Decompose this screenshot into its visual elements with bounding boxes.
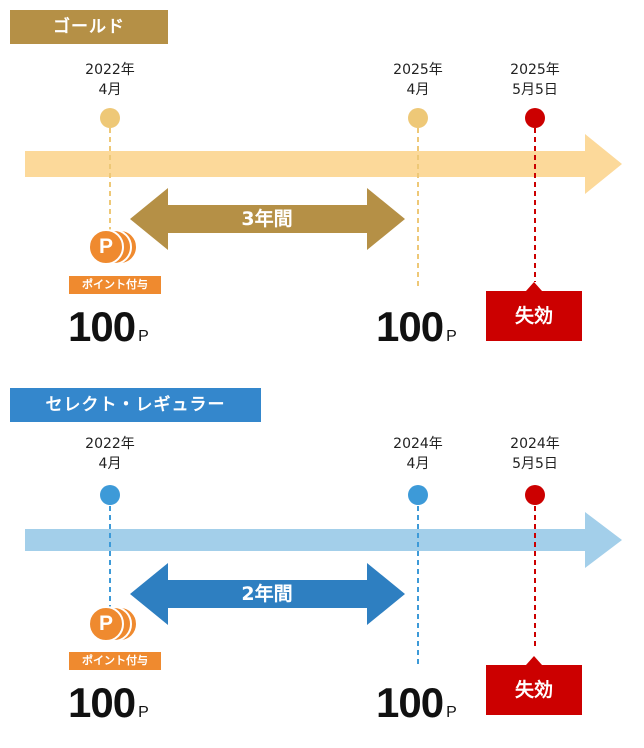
select-end-month: 4月 [406, 456, 430, 472]
select-expiry-month: 5月5日 [512, 456, 558, 472]
select-regular-timeline: セレクト・レギュラー 2022年 4月 2024年 4月 2024年 5月5日 … [0, 378, 644, 748]
select-timeline-graphic [25, 485, 622, 664]
gold-timeline: ゴールド 2022年 4月 2025年 4月 2025年 5月5日 3年間 P … [0, 0, 644, 370]
select-expiry-date: 2024年 5月5日 [490, 434, 580, 474]
select-points-remaining-value: 100 [376, 679, 444, 726]
tier-header-select-regular: セレクト・レギュラー [10, 388, 261, 422]
gold-end-dot [408, 108, 428, 128]
select-grant-date: 2022年 4月 [65, 434, 155, 474]
select-span-arrow [130, 563, 405, 625]
gold-period-label: 3年間 [241, 208, 293, 230]
gold-points-granted-value: 100 [68, 303, 136, 350]
gold-points-remaining-unit: P [446, 328, 457, 345]
select-grant-year: 2022年 [85, 436, 135, 452]
select-period-label: 2年間 [241, 583, 293, 605]
select-expiry-dot [525, 485, 545, 505]
select-grant-month: 4月 [98, 456, 122, 472]
select-end-dot [408, 485, 428, 505]
select-expire-label: 失効 [486, 656, 582, 715]
tier-header-gold: ゴールド [10, 10, 168, 44]
gold-points-remaining-value: 100 [376, 303, 444, 350]
gold-span-arrow [130, 188, 405, 250]
select-points-granted-value: 100 [68, 679, 136, 726]
select-end-date: 2024年 4月 [373, 434, 463, 474]
select-end-year: 2024年 [393, 436, 443, 452]
select-expiry-year: 2024年 [510, 436, 560, 452]
select-points-remaining-unit: P [446, 704, 457, 721]
gold-points-granted-unit: P [138, 328, 149, 345]
gold-expiry-year: 2025年 [510, 62, 560, 78]
gold-end-month: 4月 [406, 82, 430, 98]
gold-grant-date: 2022年 4月 [65, 60, 155, 100]
gold-timeline-arrow [25, 134, 622, 194]
select-timeline-arrow [25, 512, 622, 568]
gold-grant-year: 2022年 [85, 62, 135, 78]
gold-timeline-graphic [25, 108, 622, 288]
gold-expiry-dot [525, 108, 545, 128]
gold-grant-dot [100, 108, 120, 128]
gold-grant-month: 4月 [98, 82, 122, 98]
gold-end-date: 2025年 4月 [373, 60, 463, 100]
gold-grant-badge: ポイント付与 [69, 276, 161, 294]
select-points-granted-unit: P [138, 704, 149, 721]
gold-expiry-month: 5月5日 [512, 82, 558, 98]
gold-expire-label: 失効 [486, 282, 582, 341]
gold-expiry-date: 2025年 5月5日 [490, 60, 580, 100]
gold-end-year: 2025年 [393, 62, 443, 78]
select-grant-badge: ポイント付与 [69, 652, 161, 670]
select-grant-dot [100, 485, 120, 505]
